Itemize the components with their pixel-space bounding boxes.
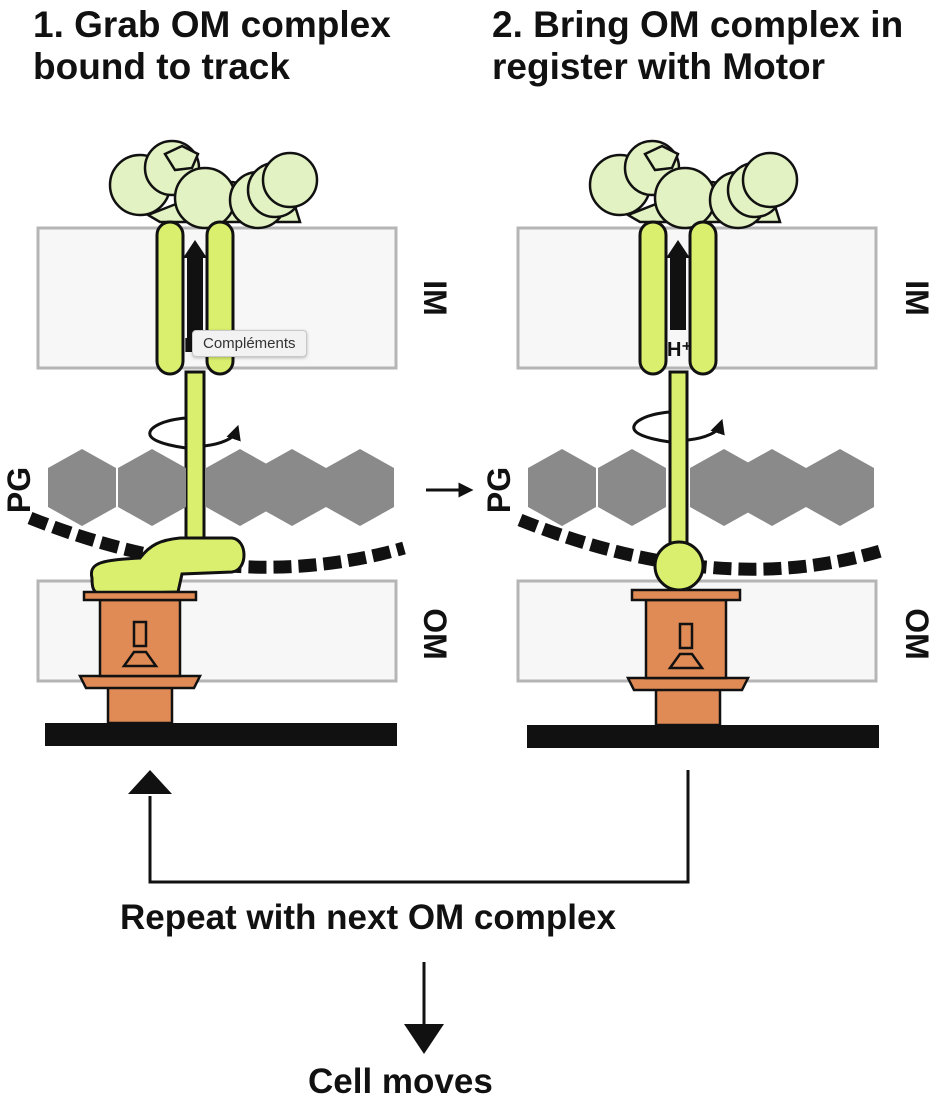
peptidoglycan-1 — [48, 449, 394, 526]
step2-title: 2. Bring OM complex in register with Mot… — [492, 4, 903, 88]
step2-title-line1: 2. Bring OM complex in — [492, 4, 904, 45]
om-complex-1 — [77, 590, 203, 725]
om-label-1: OM — [417, 608, 453, 660]
track-1 — [45, 723, 397, 746]
peptidoglycan-2 — [528, 449, 874, 526]
proton-label-2: H⁺ — [667, 339, 692, 361]
om-complex-2 — [625, 588, 751, 727]
proton-channel-1 — [187, 252, 203, 352]
motor-top-domain-1 — [108, 139, 319, 230]
cell-moves-arrowhead — [404, 1024, 444, 1054]
pg-label-2: PG — [481, 467, 517, 513]
im-label-2: IM — [899, 280, 935, 316]
step1-title-line1: 1. Grab OM complex — [33, 4, 391, 45]
proton-channel-2 — [670, 252, 686, 330]
proton-arrowhead-1 — [183, 240, 207, 258]
panel-step2 — [516, 139, 886, 748]
step2-title-line2: register with Motor — [492, 46, 826, 87]
repeat-loop-arrow — [148, 770, 690, 884]
rotation-arrow-2b — [687, 418, 725, 442]
pg-track-2 — [517, 513, 886, 576]
panel-step1 — [27, 139, 406, 746]
om-label-2: OM — [899, 608, 935, 660]
step1-title: 1. Grab OM complex bound to track — [33, 4, 391, 88]
proton-arrowhead-2 — [666, 240, 690, 258]
repeat-loop-arrowhead — [128, 770, 172, 794]
repeat-text: Repeat with next OM complex — [120, 898, 616, 937]
cell-moves-text: Cell moves — [308, 1062, 493, 1101]
im-label-1: IM — [417, 280, 453, 316]
motor-top-domain-2 — [588, 139, 799, 230]
shaft-2 — [668, 370, 689, 556]
stator-2 — [638, 220, 718, 376]
motor-knob-2 — [653, 540, 705, 592]
rotation-arrow-1 — [148, 416, 187, 450]
pg-label-1: PG — [1, 467, 37, 513]
pg-track-1 — [27, 511, 406, 574]
shaft-1 — [184, 370, 206, 550]
rotation-arrow-2 — [632, 410, 671, 444]
rotation-arrow-1b — [203, 424, 241, 448]
track-2 — [527, 725, 879, 748]
step1-title-line2: bound to track — [33, 46, 290, 87]
complements-tooltip: Compléments — [192, 330, 307, 357]
